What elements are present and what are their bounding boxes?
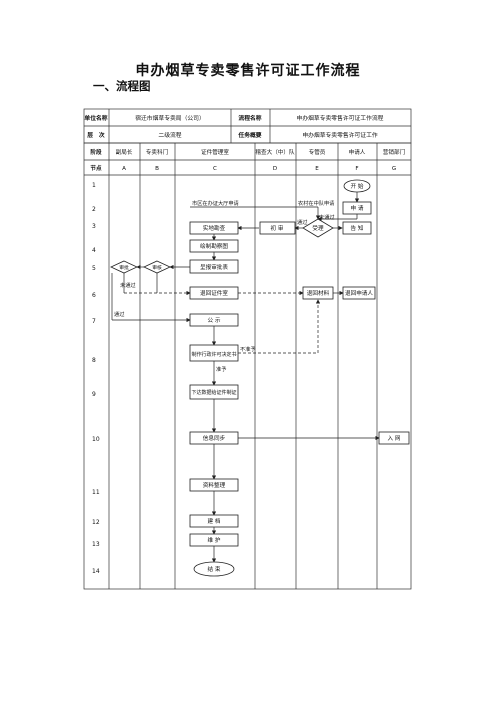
row-number: 14	[92, 568, 100, 575]
first-review-node	[259, 221, 296, 235]
publicize-label: 公 示	[208, 317, 221, 324]
column-code: D	[273, 166, 277, 172]
row-number: 3	[92, 223, 96, 230]
row-number: 2	[92, 206, 96, 213]
return-applicant-node	[342, 286, 376, 300]
decision-node	[189, 344, 239, 362]
row-number: 9	[92, 391, 96, 398]
apply-label: 申 请	[351, 204, 364, 212]
row-number: 5	[92, 265, 96, 272]
column-code: A	[122, 166, 126, 172]
return-material-node	[302, 286, 334, 300]
not-pass-note: 未通过	[319, 213, 335, 221]
archive-label: 资料整理	[203, 481, 226, 489]
task-label: 任务概要	[237, 131, 261, 139]
return-applicant-label: 退回申请人	[345, 289, 373, 297]
column-code: F	[355, 166, 358, 172]
unit-label: 单位名称	[84, 114, 107, 122]
not-grant-note: 不准予	[240, 345, 256, 353]
maintain-label: 维 护	[208, 536, 221, 544]
submit-form-node	[189, 259, 239, 274]
column-code: E	[315, 166, 319, 172]
row-number: 13	[92, 541, 100, 548]
row-number: 6	[92, 292, 96, 299]
row-number: 7	[92, 318, 96, 325]
row-number: 11	[92, 489, 100, 496]
column-code: C	[213, 166, 217, 172]
city-hall-note: 市区在办证大厅申请	[192, 199, 239, 207]
row-number: 10	[92, 436, 100, 443]
return-cert-room-node	[189, 286, 239, 300]
swimlane-grid	[83, 142, 412, 590]
approve-a-node	[110, 260, 138, 274]
column-name: 副局长	[116, 148, 133, 156]
make-cert-node	[189, 384, 239, 400]
field-survey-node	[189, 221, 239, 235]
end-label: 结 束	[208, 565, 221, 573]
row-number: 12	[92, 519, 100, 526]
field-survey-label: 实地勘查	[203, 224, 226, 232]
level-label: 层 次	[87, 131, 105, 139]
notify-label: 告 知	[351, 224, 364, 232]
process-label: 流程名称	[238, 114, 261, 122]
approve-b-node	[143, 260, 171, 274]
unit-value: 宿迁市烟草专卖局（公司）	[135, 114, 205, 122]
column-code: G	[392, 166, 396, 172]
return-cert-room-label: 退回证件室	[200, 289, 228, 297]
decision-label: 制作行政许可决定书	[191, 351, 236, 358]
column-name: 专管员	[309, 148, 326, 156]
return-material-label: 退回材料	[307, 289, 330, 297]
node-label: 节点	[90, 164, 102, 172]
not-pass-note: 未通过	[120, 281, 136, 289]
accept-node	[302, 218, 334, 238]
notify-node	[342, 221, 372, 235]
approve-a-label: 审批	[119, 264, 129, 271]
submit-form-label: 呈报审批表	[200, 263, 228, 271]
filing-node	[189, 514, 239, 528]
task-value: 申办烟草专卖零售许可证工作	[302, 131, 378, 139]
county-note: 农村在中队申请	[298, 199, 334, 207]
column-name: 稽查大（中）队	[255, 148, 295, 156]
make-cert-label: 下达数据给证件制证	[191, 389, 236, 396]
end-node	[193, 561, 235, 577]
entry-node	[378, 431, 410, 445]
column-name: 专卖科门	[146, 148, 169, 156]
info-sync-label: 信息同步	[203, 434, 226, 442]
column-code: B	[155, 166, 159, 172]
process-value: 申办烟草专卖零售许可证工作流程	[297, 114, 384, 122]
section-heading: 一、流程图	[93, 79, 151, 93]
grant-note: 准予	[216, 365, 226, 373]
column-name: 营销部门	[383, 148, 406, 156]
draw-map-label: 绘制勘察图	[200, 242, 228, 250]
publicize-node	[189, 313, 239, 327]
draw-map-node	[189, 239, 239, 253]
connectors	[111, 192, 380, 563]
start-node	[343, 179, 371, 193]
row-number: 1	[92, 182, 96, 189]
level-value: 二级流程	[158, 131, 181, 139]
apply-node	[342, 201, 372, 215]
pass-note: 通过	[297, 218, 307, 226]
pass-note: 通过	[114, 310, 124, 318]
filing-label: 建 档	[208, 517, 221, 525]
first-review-label: 初 审	[271, 224, 284, 232]
start-label: 开 始	[351, 182, 364, 190]
column-name: 证件管理室	[201, 148, 229, 156]
page-title: 申办烟草专卖零售许可证工作流程	[135, 63, 361, 79]
archive-node	[189, 478, 239, 492]
row-number: 8	[92, 357, 96, 364]
info-sync-node	[189, 431, 239, 445]
approve-b-label: 审核	[152, 264, 162, 271]
row-number: 4	[92, 247, 96, 254]
accept-label: 受理	[312, 224, 324, 232]
column-name: 申请人	[349, 148, 366, 156]
maintain-node	[189, 533, 239, 547]
entry-label: 入 网	[388, 435, 401, 442]
stage-label: 阶段	[90, 148, 102, 156]
